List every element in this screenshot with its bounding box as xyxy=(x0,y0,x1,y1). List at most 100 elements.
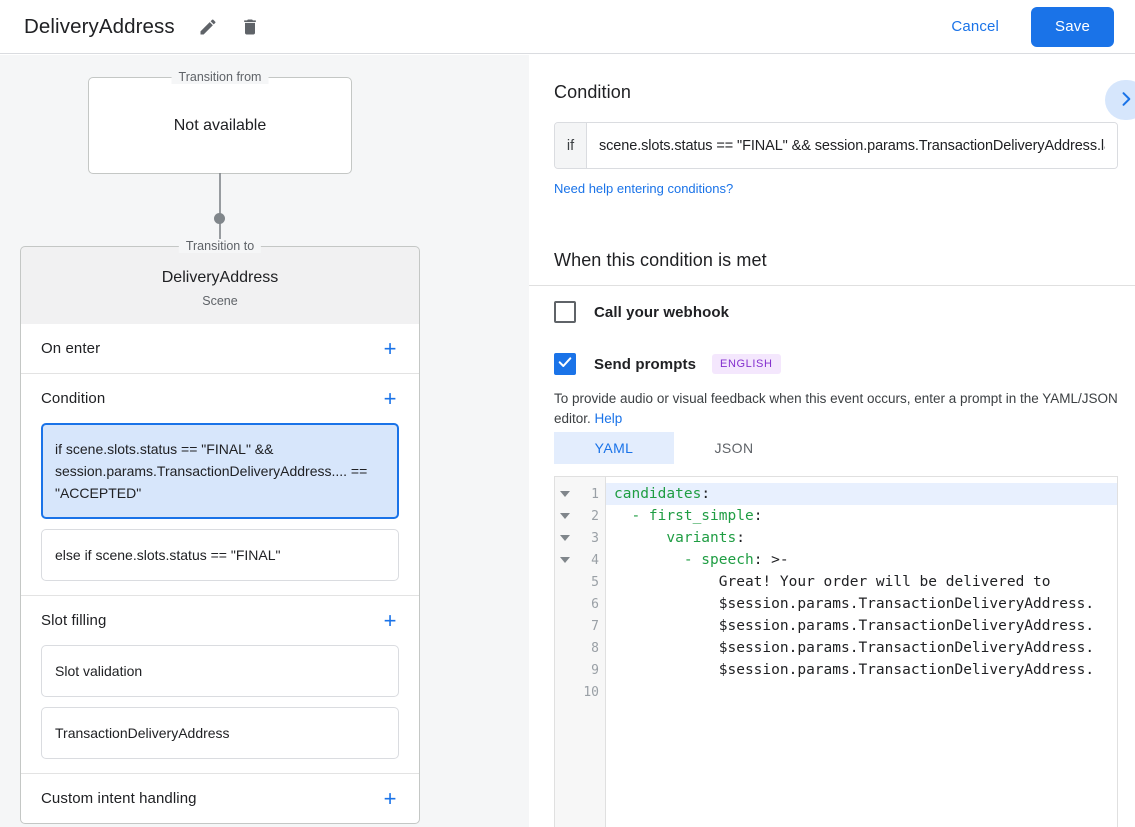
prompt-code-editor[interactable]: 1 2 3 4 5 6 7 8 9 10 candidates: - first… xyxy=(554,476,1118,827)
line-number: 6 xyxy=(591,596,599,612)
add-slot-filling-button[interactable]: + xyxy=(377,608,403,634)
editor-format-tabs: YAML JSON xyxy=(554,432,794,464)
fold-triangle-icon[interactable] xyxy=(560,513,570,519)
condition-help-link[interactable]: Need help entering conditions? xyxy=(554,181,734,196)
list-item[interactable]: else if scene.slots.status == "FINAL" xyxy=(41,529,399,581)
line-number: 7 xyxy=(591,618,599,634)
condition-field[interactable]: if xyxy=(554,122,1118,169)
add-custom-intent-button[interactable]: + xyxy=(377,786,403,812)
code-key: candidates xyxy=(614,486,702,502)
when-condition-met-block: When this condition is met Call your web… xyxy=(554,250,1134,429)
line-number: 5 xyxy=(591,574,599,590)
line-number: 8 xyxy=(591,640,599,656)
send-prompts-checkbox-row[interactable]: Send prompts ENGLISH xyxy=(554,353,1134,375)
condition-heading: Condition xyxy=(554,82,631,102)
code-indent xyxy=(614,530,666,546)
gutter-line: 8 xyxy=(555,637,605,659)
fold-triangle-icon[interactable] xyxy=(560,491,570,497)
checkmark-icon xyxy=(557,354,573,375)
transition-to-legend: Transition to xyxy=(178,239,262,253)
slot-filling-list: Slot validation TransactionDeliveryAddre… xyxy=(21,645,419,773)
transition-from-legend: Transition from xyxy=(171,70,269,84)
code-rest: : >- xyxy=(753,552,789,568)
trash-icon xyxy=(240,17,260,37)
code-line: candidates: xyxy=(606,483,1117,505)
list-item[interactable]: Slot validation xyxy=(41,645,399,697)
section-header-condition[interactable]: Condition + xyxy=(21,374,419,423)
call-webhook-checkbox[interactable] xyxy=(554,301,576,323)
condition-list: if scene.slots.status == "FINAL" && sess… xyxy=(21,423,419,595)
condition-detail-pane: Condition if Need help entering conditio… xyxy=(529,55,1135,827)
code-indent xyxy=(614,662,719,678)
section-title: Condition xyxy=(41,390,106,407)
section-header-on-enter[interactable]: On enter + xyxy=(21,324,419,373)
cancel-button[interactable]: Cancel xyxy=(941,10,1009,43)
add-condition-button[interactable]: + xyxy=(377,386,403,412)
code-rest: Great! Your order will be delivered to xyxy=(718,574,1051,590)
webhook-checkbox-row[interactable]: Call your webhook xyxy=(554,301,1134,323)
scene-sections-card: On enter + Condition + if scene.slots.st… xyxy=(20,324,420,824)
transition-from-value: Not available xyxy=(173,116,267,134)
save-button[interactable]: Save xyxy=(1031,6,1114,47)
code-key: - first_simple xyxy=(631,508,754,524)
graph-node-dot xyxy=(214,213,225,224)
next-panel-button[interactable] xyxy=(1105,80,1135,120)
line-number: 4 xyxy=(591,552,599,568)
fold-triangle-icon[interactable] xyxy=(560,557,570,563)
section-on-enter: On enter + xyxy=(21,324,419,374)
prompts-hint-text: To provide audio or visual feedback when… xyxy=(554,391,1118,426)
section-title: Slot filling xyxy=(41,612,107,629)
code-rest: $session.params.TransactionDeliveryAddre… xyxy=(718,618,1095,634)
when-met-heading: When this condition is met xyxy=(554,250,767,270)
send-prompts-checkbox[interactable] xyxy=(554,353,576,375)
prompts-hint: To provide audio or visual feedback when… xyxy=(554,389,1120,429)
code-line: $session.params.TransactionDeliveryAddre… xyxy=(606,659,1117,681)
prompts-help-link[interactable]: Help xyxy=(594,411,623,426)
code-rest: $session.params.TransactionDeliveryAddre… xyxy=(718,662,1095,678)
editor-code-area[interactable]: candidates: - first_simple: variants: - … xyxy=(606,477,1117,827)
line-number: 3 xyxy=(591,530,599,546)
tab-json[interactable]: JSON xyxy=(674,432,794,464)
condition-block: Condition if Need help entering conditio… xyxy=(529,55,1135,198)
gutter-line: 6 xyxy=(555,593,605,615)
delete-button[interactable] xyxy=(233,10,267,44)
code-indent xyxy=(614,552,684,568)
tab-yaml[interactable]: YAML xyxy=(554,432,674,464)
gutter-line: 3 xyxy=(555,527,605,549)
list-item[interactable]: if scene.slots.status == "FINAL" && sess… xyxy=(41,423,399,519)
transition-from-card[interactable]: Transition from Not available xyxy=(88,70,352,174)
transition-to-subtitle: Scene xyxy=(202,294,238,308)
code-line: - speech: >- xyxy=(606,549,1117,571)
code-indent xyxy=(614,640,719,656)
section-title: On enter xyxy=(41,340,101,357)
transition-to-card[interactable]: Transition to DeliveryAddress Scene xyxy=(20,239,420,325)
condition-expression-input[interactable] xyxy=(587,123,1117,168)
line-number: 2 xyxy=(591,508,599,524)
language-badge: ENGLISH xyxy=(712,354,781,374)
add-on-enter-button[interactable]: + xyxy=(377,336,403,362)
code-indent xyxy=(614,596,719,612)
gutter-line: 1 xyxy=(555,483,605,505)
fold-triangle-icon[interactable] xyxy=(560,535,570,541)
line-number: 1 xyxy=(591,486,599,502)
send-prompts-label: Send prompts xyxy=(594,355,697,373)
edit-name-button[interactable] xyxy=(191,10,225,44)
code-line xyxy=(606,681,1117,703)
code-indent xyxy=(614,574,719,590)
line-number: 10 xyxy=(583,684,599,700)
app-bar: DeliveryAddress Cancel Save xyxy=(0,0,1135,54)
call-webhook-label: Call your webhook xyxy=(594,303,730,321)
section-header-custom-intent-handling[interactable]: Custom intent handling + xyxy=(21,774,419,823)
code-line: $session.params.TransactionDeliveryAddre… xyxy=(606,637,1117,659)
chevron-right-icon xyxy=(1116,89,1135,112)
pane-divider xyxy=(529,285,1135,286)
code-rest: : xyxy=(753,508,763,524)
gutter-line: 9 xyxy=(555,659,605,681)
gutter-line: 4 xyxy=(555,549,605,571)
list-item[interactable]: TransactionDeliveryAddress xyxy=(41,707,399,759)
transition-to-name: DeliveryAddress xyxy=(161,269,279,286)
code-line: Great! Your order will be delivered to xyxy=(606,571,1117,593)
section-header-slot-filling[interactable]: Slot filling + xyxy=(21,596,419,645)
scene-graph-pane: Transition from Not available Transition… xyxy=(0,55,529,827)
code-line: - first_simple: xyxy=(606,505,1117,527)
